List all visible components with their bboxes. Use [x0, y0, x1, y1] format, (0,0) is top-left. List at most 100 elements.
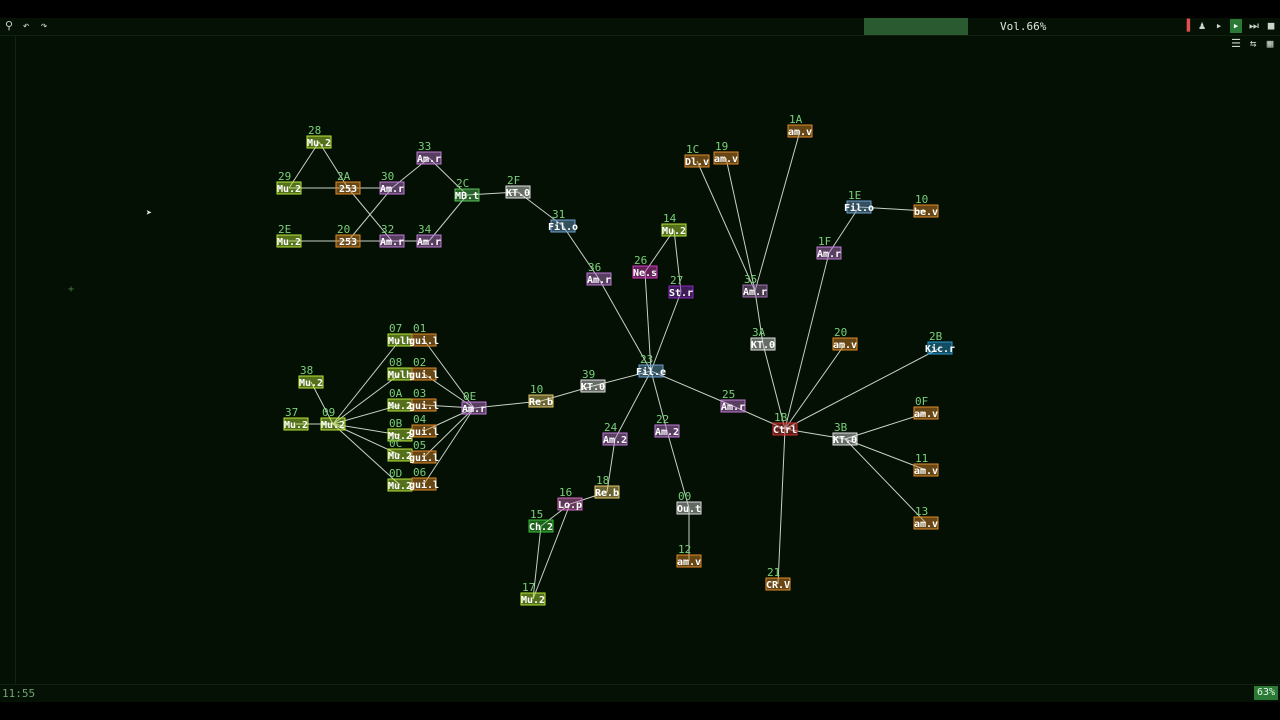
- module-workspace[interactable]: [0, 36, 1280, 684]
- module-box[interactable]: [720, 399, 746, 413]
- module-box[interactable]: [276, 234, 302, 248]
- module-box[interactable]: [320, 417, 346, 431]
- module-box[interactable]: [594, 485, 620, 499]
- wire-3B-11[interactable]: [844, 438, 927, 471]
- wire-06-0E[interactable]: [423, 407, 475, 485]
- wire-3B-13[interactable]: [844, 438, 927, 524]
- wire-3A-1B[interactable]: [762, 343, 786, 430]
- stop-icon[interactable]: ■: [1267, 19, 1275, 32]
- wire-09-0A[interactable]: [332, 404, 401, 425]
- people-icon[interactable]: ♟: [1198, 19, 1206, 32]
- module-box[interactable]: [520, 592, 546, 606]
- module-box[interactable]: [765, 577, 791, 591]
- module-box[interactable]: [276, 181, 302, 195]
- module-box[interactable]: [668, 285, 694, 299]
- undo-icon[interactable]: ↶: [22, 19, 30, 32]
- wire-23-22[interactable]: [650, 370, 668, 432]
- wire-28-2A[interactable]: [318, 141, 349, 189]
- module-box[interactable]: [586, 272, 612, 286]
- main-menu-icon[interactable]: ⚲: [4, 19, 14, 32]
- wire-1B-21[interactable]: [777, 428, 786, 585]
- module-box[interactable]: [454, 188, 480, 202]
- wire-24-18[interactable]: [606, 438, 616, 493]
- module-box[interactable]: [461, 401, 487, 415]
- wire-09-0C[interactable]: [332, 423, 401, 456]
- wire-27-23[interactable]: [650, 291, 682, 372]
- module-box[interactable]: [602, 432, 628, 446]
- module-box[interactable]: [416, 234, 442, 248]
- module-box[interactable]: [816, 246, 842, 260]
- module-box[interactable]: [638, 364, 664, 378]
- play-icon[interactable]: ▸: [1215, 19, 1223, 32]
- module-box[interactable]: [411, 477, 437, 491]
- wire-1E-10[interactable]: [858, 206, 927, 212]
- grid-icon[interactable]: ▦: [1266, 37, 1274, 50]
- module-box[interactable]: [750, 337, 776, 351]
- module-box[interactable]: [676, 554, 702, 568]
- wire-34-2C[interactable]: [428, 194, 468, 242]
- wire-10b-39[interactable]: [540, 385, 594, 402]
- module-box[interactable]: [684, 154, 710, 168]
- wire-2B-1B[interactable]: [784, 347, 941, 430]
- next-icon[interactable]: ⏭: [1249, 19, 1259, 32]
- module-box[interactable]: [913, 204, 939, 218]
- wire-04-0E[interactable]: [423, 407, 475, 432]
- module-box[interactable]: [676, 501, 702, 515]
- wire-25-1B[interactable]: [732, 405, 786, 430]
- wire-18-16[interactable]: [569, 491, 608, 505]
- wire-1E-1F[interactable]: [828, 206, 860, 254]
- module-box[interactable]: [580, 379, 606, 393]
- wire-16-15[interactable]: [540, 503, 571, 527]
- module-box[interactable]: [713, 151, 739, 165]
- module-box[interactable]: [411, 367, 437, 381]
- network-icon[interactable]: ⇆: [1249, 37, 1257, 50]
- wire-35-3A[interactable]: [754, 290, 764, 345]
- module-box[interactable]: [335, 181, 361, 195]
- wire-28-29[interactable]: [288, 141, 320, 189]
- wire-23-24[interactable]: [614, 370, 652, 440]
- module-box[interactable]: [787, 124, 813, 138]
- wire-38-09[interactable]: [310, 381, 334, 425]
- module-box[interactable]: [411, 333, 437, 347]
- module-box[interactable]: [416, 151, 442, 165]
- wire-20b-1B[interactable]: [784, 343, 846, 430]
